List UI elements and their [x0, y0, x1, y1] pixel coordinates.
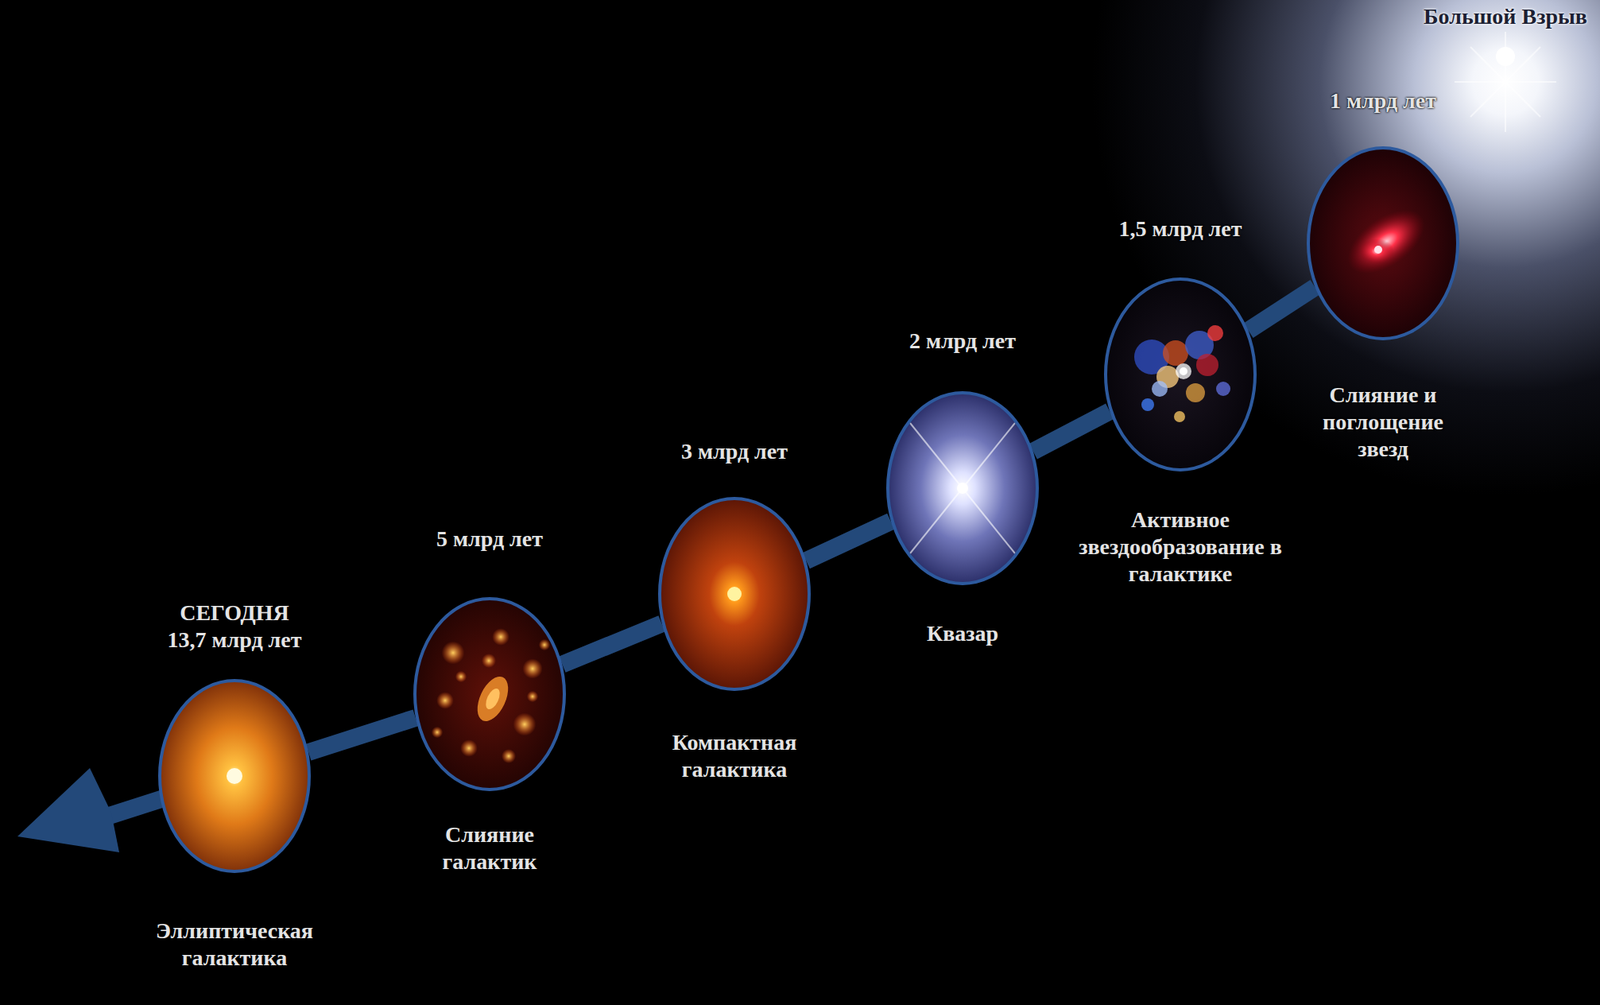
- timeline-band: [805, 521, 892, 561]
- galaxy-circle: [886, 391, 1039, 585]
- stage-label: Слияние и поглощение звезд: [1311, 381, 1455, 463]
- galaxy-art: [413, 596, 566, 791]
- stage-label: Эллиптическая галактика: [143, 917, 326, 972]
- star-shape: [1477, 36, 1534, 77]
- galaxy-stage: 2 млрд летКвазар: [886, 327, 1039, 647]
- stage-label: Активное звездообразование в галактике: [1076, 506, 1285, 588]
- galaxy-circle: [658, 496, 811, 691]
- circle-outline: [1308, 147, 1458, 339]
- circle-outline: [659, 498, 810, 690]
- galaxy-art: [658, 496, 811, 691]
- time-label: 3 млрд лет: [681, 437, 788, 465]
- big-bang-node: Большой Взрыв: [1423, 3, 1588, 77]
- time-label: 1 млрд лет: [1329, 87, 1437, 115]
- galaxy-circle: [158, 678, 311, 873]
- galaxy-circle: [1104, 277, 1257, 472]
- circle-outline: [414, 598, 565, 790]
- stage-label: Слияние галактик: [418, 821, 562, 876]
- stage-label: Компактная галактика: [654, 728, 814, 783]
- galaxy-stage: 5 млрд летСлияние галактик: [413, 525, 566, 876]
- time-label: 1,5 млрд лет: [1118, 215, 1242, 243]
- timeline-arrow-head: [17, 767, 164, 853]
- galaxy-circle: [413, 596, 566, 791]
- galaxy-stage: 1,5 млрд летАктивное звездообразование в…: [1076, 215, 1285, 588]
- galaxy-stage: СЕГОДНЯ 13,7 млрд летЭллиптическая галак…: [143, 599, 326, 972]
- galaxy-stage: 1 млрд летСлияние и поглощение звезд: [1306, 87, 1460, 463]
- galaxy-art: [1306, 146, 1460, 341]
- galaxy-art: [886, 391, 1039, 585]
- time-label: 2 млрд лет: [909, 327, 1016, 355]
- circle-outline: [1105, 278, 1256, 470]
- circle-outline: [159, 680, 310, 872]
- galaxy-art: [1104, 277, 1257, 472]
- time-label: 5 млрд лет: [436, 525, 543, 553]
- timeline-band: [1248, 286, 1316, 330]
- galaxy-stage: 3 млрд летКомпактная галактика: [654, 437, 814, 783]
- big-bang-star: [1477, 36, 1534, 77]
- big-bang-glow: [1092, 0, 1600, 496]
- stage-label: Квазар: [926, 619, 999, 647]
- event-label: Большой Взрыв: [1423, 3, 1588, 31]
- circle-outline: [887, 392, 1038, 584]
- time-label: СЕГОДНЯ 13,7 млрд лет: [158, 599, 310, 654]
- big-bang-rays: [1454, 31, 1557, 132]
- timeline-band: [1033, 410, 1110, 451]
- timeline-band: [308, 717, 416, 752]
- timeline-band: [561, 623, 662, 664]
- galaxy-circle: [1306, 146, 1460, 341]
- galaxy-art: [158, 678, 311, 873]
